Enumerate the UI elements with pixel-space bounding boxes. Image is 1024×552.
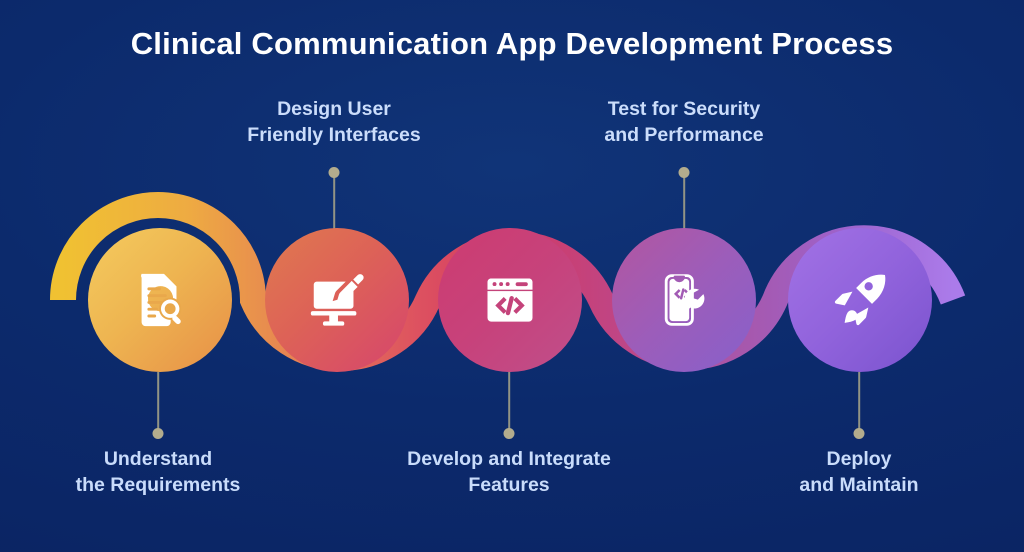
connector-line xyxy=(333,172,335,260)
document-search-icon xyxy=(129,269,191,331)
step-circle-1[interactable] xyxy=(88,228,232,372)
step-label-4-line1: Test for Security xyxy=(607,98,761,120)
step-label-1-line2: the Requirements xyxy=(75,473,241,496)
code-window-icon xyxy=(480,270,540,330)
step-circle-2[interactable] xyxy=(265,228,409,372)
monitor-paintbrush-icon xyxy=(306,269,368,331)
connector-dot xyxy=(152,428,164,439)
connector-line xyxy=(508,372,510,434)
connector-dot xyxy=(503,428,515,439)
step-label-5-line1: Deploy xyxy=(826,448,892,470)
step-label-3: Develop and Integrate Features xyxy=(359,447,659,499)
step-label-4: Test for Security and Performance xyxy=(534,97,834,149)
connector-step-2 xyxy=(328,167,340,260)
step-label-3-line1: Develop and Integrate xyxy=(407,448,611,470)
step-label-3-line2: Features xyxy=(468,473,550,496)
step-label-1-line1: Understand xyxy=(103,448,213,470)
step-label-5-line2: and Maintain xyxy=(799,473,919,496)
connector-step-3 xyxy=(503,372,515,439)
step-label-2-line1: Design User xyxy=(277,98,391,120)
step-label-2: Design User Friendly Interfaces xyxy=(184,97,484,149)
connector-line xyxy=(157,372,159,434)
connector-line xyxy=(683,172,685,260)
connector-dot xyxy=(678,167,690,178)
step-circle-4[interactable] xyxy=(612,228,756,372)
connector-step-5 xyxy=(853,372,865,439)
rocket-icon xyxy=(829,269,891,331)
step-label-1: Understand the Requirements xyxy=(8,447,308,499)
step-label-2-line2: Friendly Interfaces xyxy=(247,123,421,146)
step-label-4-line2: and Performance xyxy=(604,123,764,146)
page-title: Clinical Communication App Development P… xyxy=(130,26,894,61)
step-label-5: Deploy and Maintain xyxy=(709,447,1009,499)
step-circle-3[interactable] xyxy=(438,228,582,372)
connector-dot xyxy=(853,428,865,439)
connector-step-1 xyxy=(152,372,164,439)
connector-line xyxy=(858,372,860,434)
connector-step-4 xyxy=(678,167,690,260)
step-circle-5[interactable] xyxy=(788,228,932,372)
connector-dot xyxy=(328,167,340,178)
mobile-wrench-icon xyxy=(654,270,714,330)
